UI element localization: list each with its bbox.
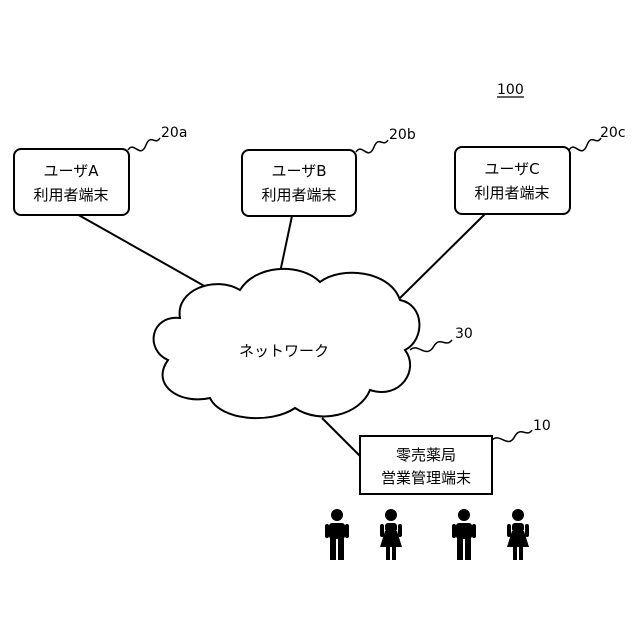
terminal-a-ref: 20a [161, 125, 187, 141]
man-icon [452, 509, 476, 560]
terminal-c-box [455, 147, 570, 214]
link-terminal-c-network [398, 214, 485, 300]
terminal-a-type-label: 利用者端末 [33, 186, 108, 204]
pharmacy-name-label: 零売薬局 [396, 446, 456, 464]
pharmacy-ref: 10 [533, 418, 551, 434]
terminal-c-user-label: ユーザC [484, 160, 539, 178]
terminal-c-ref-leader [569, 138, 601, 151]
network-ref-leader [410, 340, 452, 352]
terminal-c-ref: 20c [600, 125, 626, 141]
network-cloud: ネットワーク [154, 269, 420, 418]
terminal-b-ref: 20b [389, 127, 416, 143]
terminal-b-ref-leader [356, 140, 388, 153]
terminal-b: ユーザB 利用者端末 20b [242, 127, 416, 216]
terminal-a: ユーザA 利用者端末 20a [14, 125, 187, 215]
terminal-b-box [242, 150, 356, 216]
terminal-a-user-label: ユーザA [44, 162, 100, 180]
woman-icon [380, 509, 402, 560]
customers [325, 509, 529, 560]
man-icon [325, 509, 349, 560]
terminal-a-box [14, 149, 129, 215]
system-ref: 100 [497, 82, 524, 98]
terminal-c: ユーザC 利用者端末 20c [455, 125, 626, 214]
pharmacy-type-label: 営業管理端末 [381, 469, 471, 487]
terminal-c-type-label: 利用者端末 [474, 184, 549, 202]
woman-icon [507, 509, 529, 560]
link-network-pharmacy [322, 418, 360, 456]
link-terminal-a-network [75, 213, 215, 292]
terminal-b-type-label: 利用者端末 [261, 186, 336, 204]
network-ref-label: 30 [455, 326, 473, 342]
pharmacy-ref-leader [492, 430, 532, 442]
network-label: ネットワーク [239, 342, 329, 360]
terminal-a-ref-leader [128, 138, 160, 151]
pharmacy-terminal: 零売薬局 営業管理端末 10 [360, 418, 551, 494]
terminal-b-user-label: ユーザB [272, 162, 327, 180]
system-ref-label: 100 [497, 82, 524, 98]
